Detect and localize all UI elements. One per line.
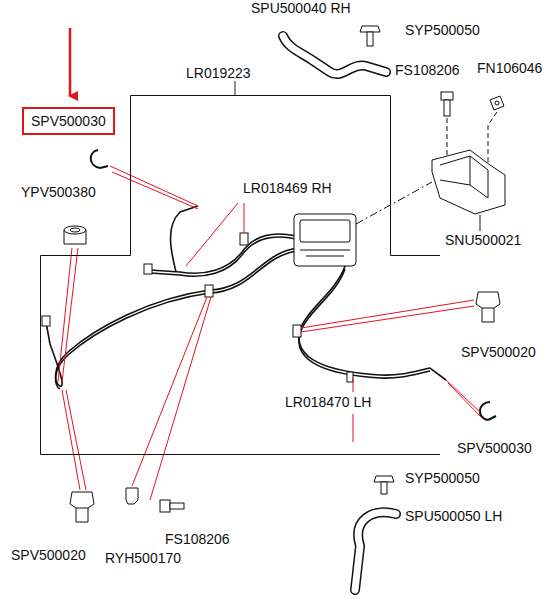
clip <box>480 402 496 420</box>
part-number: LR018469 RH <box>242 180 333 196</box>
nut <box>488 96 504 165</box>
clip <box>126 488 138 504</box>
hose <box>355 512 396 590</box>
outline-path <box>41 96 441 455</box>
clip <box>91 150 108 168</box>
callout-number: SPV500030 <box>31 113 106 129</box>
part-number: FN106046 <box>476 60 543 76</box>
grommet <box>64 226 86 244</box>
part-number: FS108206 <box>394 62 461 78</box>
part-number: SPU500040 RH <box>250 0 352 16</box>
part-number: YPV500380 <box>20 184 97 200</box>
highlight-box: SPV500030 <box>22 107 115 135</box>
part-number: FS108206 <box>164 531 231 547</box>
cable <box>46 206 446 389</box>
bolt <box>160 500 184 512</box>
part-number: RYH500170 <box>104 550 182 566</box>
assembly-outline: LR019223 <box>40 95 440 455</box>
part-number: SPV500020 <box>10 547 87 563</box>
bolt <box>441 92 453 158</box>
part-number: SPU500050 LH <box>404 508 503 524</box>
assembly-outline-shape <box>40 95 440 455</box>
part-number: SPV500030 <box>456 440 533 456</box>
part-number: SYP500050 <box>404 22 481 38</box>
callout-lines <box>58 166 482 500</box>
bolt <box>360 26 380 46</box>
leader-line <box>235 81 236 95</box>
assembly-line <box>356 182 432 224</box>
actuator-module <box>294 214 356 266</box>
part-number: LR019223 <box>185 65 252 81</box>
part-number: SNU500021 <box>444 232 522 248</box>
part-number: LR018470 LH <box>284 394 372 410</box>
bracket <box>432 150 505 231</box>
part-number: SPV500020 <box>460 344 537 360</box>
clip <box>70 492 94 522</box>
clip <box>476 292 500 322</box>
pointer-arrow <box>69 28 72 96</box>
bolt <box>374 476 394 494</box>
part-number: SYP500050 <box>404 470 481 486</box>
